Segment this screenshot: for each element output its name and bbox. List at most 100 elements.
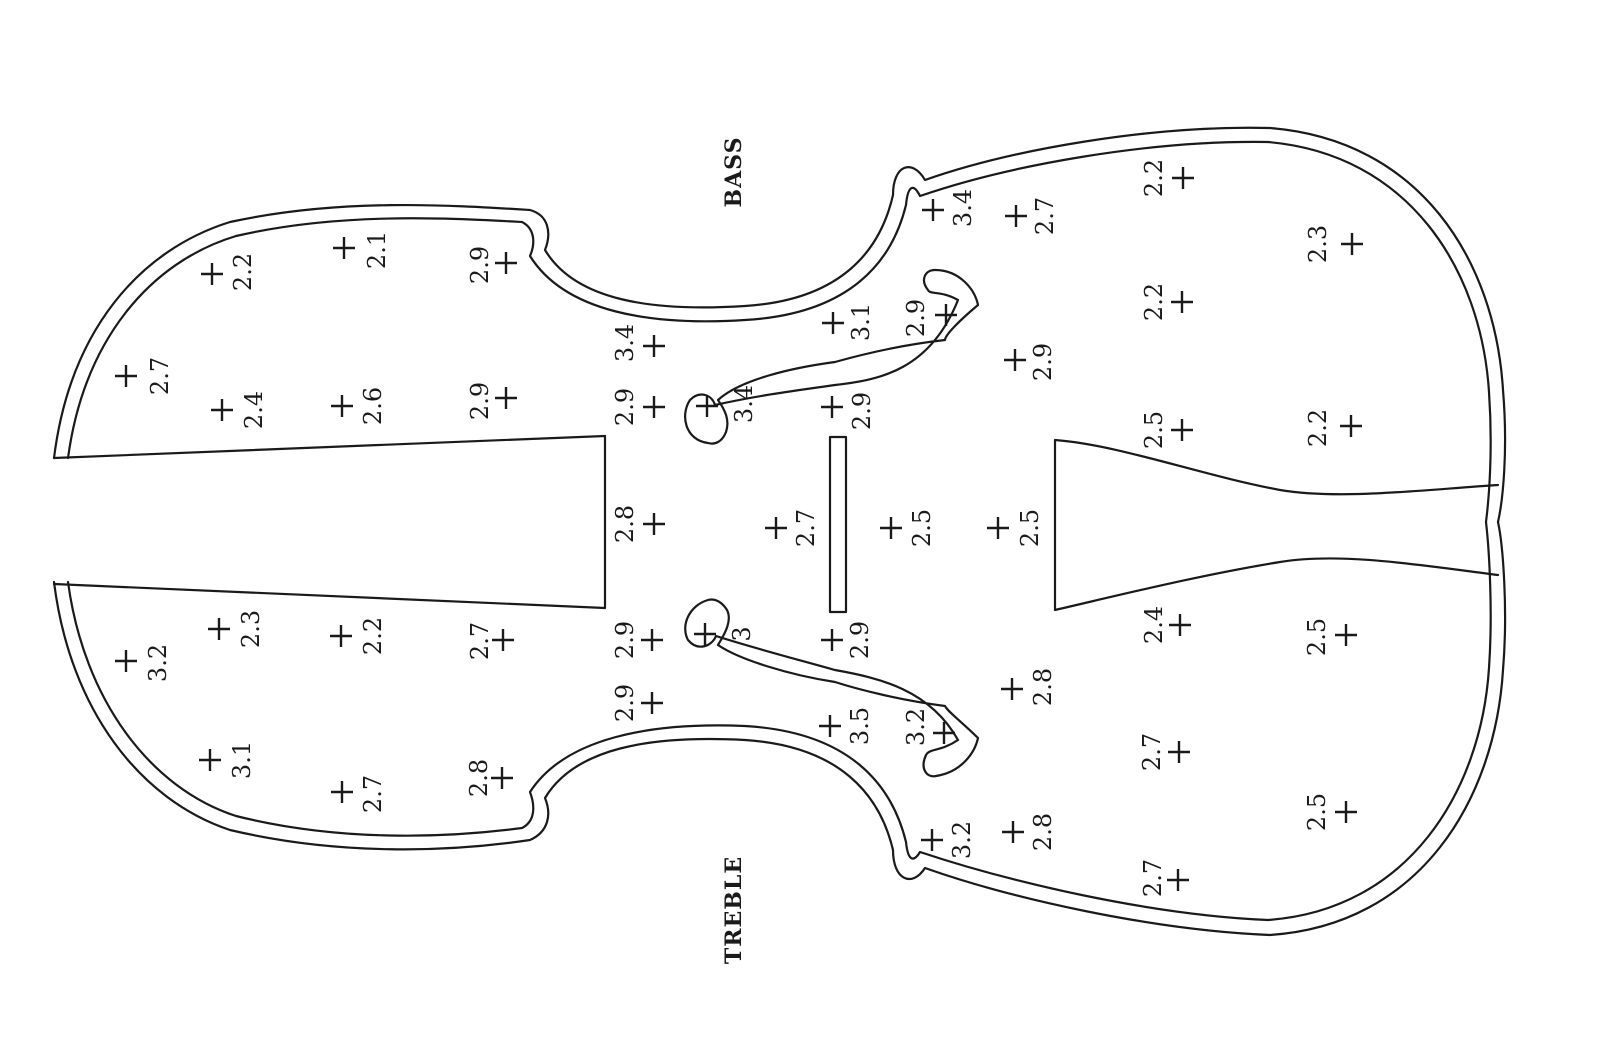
thickness-label: 2.9 xyxy=(466,382,494,420)
plate-outline-treble xyxy=(52,520,1507,937)
thickness-label: 2.2 xyxy=(1140,159,1168,197)
measurement-point: 3.2 xyxy=(115,644,172,682)
measurement-point: 2.8 xyxy=(465,759,513,797)
thickness-label: 2.2 xyxy=(229,253,257,291)
thickness-label: 3.5 xyxy=(846,707,874,745)
thickness-label: 2.4 xyxy=(1140,606,1168,644)
thickness-label: 2.5 xyxy=(1303,618,1331,656)
measurement-point: 2.2 xyxy=(330,617,387,655)
measurement-point: 2.1 xyxy=(333,231,391,269)
measurement-point: 2.7 xyxy=(1138,733,1190,771)
thickness-label: 2.7 xyxy=(1138,733,1166,771)
thickness-label: 2.9 xyxy=(611,388,639,426)
thickness-label: 2.5 xyxy=(1303,793,1331,831)
thickness-label: 2.4 xyxy=(240,391,268,429)
measurement-point: 2.5 xyxy=(880,509,936,547)
plate-outline-treble-inner xyxy=(66,520,1492,922)
thickness-label: 3.2 xyxy=(948,821,976,859)
measurement-point: 2.2 xyxy=(201,253,257,291)
thickness-label: 3.1 xyxy=(228,741,256,779)
thickness-label: 2.1 xyxy=(363,231,391,269)
f-hole-upper xyxy=(684,268,980,445)
measurement-point: 2.9 xyxy=(611,388,665,426)
measurement-point: 3.4 xyxy=(922,189,977,227)
measurement-point: 3 xyxy=(694,623,756,645)
bass-bar xyxy=(828,435,848,614)
measurement-point: 2.3 xyxy=(1304,225,1363,263)
measurement-point: 2.5 xyxy=(1303,793,1357,831)
thickness-label: 2.7 xyxy=(792,509,820,547)
measurement-point: 2.7 xyxy=(331,775,387,813)
thickness-label: 3.2 xyxy=(902,708,930,746)
measurement-point: 2.9 xyxy=(902,299,957,337)
plate-outline-bass-inner xyxy=(66,140,1492,524)
thickness-label: 3 xyxy=(728,626,756,641)
thickness-label: 2.7 xyxy=(466,622,494,660)
measurement-point: 2.7 xyxy=(1005,197,1059,235)
measurement-point: 2.5 xyxy=(987,509,1044,547)
plate-outline-bass xyxy=(52,126,1507,524)
measurement-point: 2.9 xyxy=(466,382,517,420)
f-hole-lower xyxy=(684,598,980,778)
measurement-point: 2.4 xyxy=(1140,606,1191,644)
measurement-point: 2.8 xyxy=(611,505,665,543)
measurement-point: 2.5 xyxy=(1140,411,1193,449)
measurement-point: 3.1 xyxy=(199,741,256,779)
thickness-label: 2.9 xyxy=(848,392,876,430)
measurement-point: 2.7 xyxy=(466,622,514,660)
measurement-point: 3.1 xyxy=(822,303,875,341)
measurement-point: 2.7 xyxy=(115,357,174,395)
thickness-label: 2.6 xyxy=(359,387,387,425)
measurement-point: 2.6 xyxy=(331,387,387,425)
thickness-label: 3.2 xyxy=(144,644,172,682)
side-label-treble: TREBLE xyxy=(721,856,747,964)
measurement-point: 2.8 xyxy=(1002,813,1057,851)
thickness-label: 2.5 xyxy=(1016,509,1044,547)
measurement-point: 2.3 xyxy=(208,610,265,648)
thickness-label: 2.8 xyxy=(1029,668,1057,706)
thickness-label: 2.8 xyxy=(465,759,493,797)
thickness-label: 3.4 xyxy=(949,189,977,227)
measurement-point: 3.4 xyxy=(696,385,758,423)
thickness-label: 2.3 xyxy=(237,610,265,648)
measurement-point: 2.8 xyxy=(1001,668,1057,706)
thickness-label: 2.5 xyxy=(1140,411,1168,449)
measurement-point: 2.2 xyxy=(1140,283,1193,321)
thickness-label: 2.2 xyxy=(1304,409,1332,447)
thickness-label: 2.9 xyxy=(611,621,639,659)
measurement-point: 2.5 xyxy=(1303,618,1357,656)
thickness-label: 2.7 xyxy=(1031,197,1059,235)
measurement-point: 3.2 xyxy=(902,708,955,746)
thickness-label: 2.9 xyxy=(1029,343,1057,381)
measurement-point: 2.9 xyxy=(466,246,517,284)
thickness-label: 2.9 xyxy=(466,246,494,284)
neck-cutout xyxy=(52,434,607,610)
side-label-bass: BASS xyxy=(721,137,747,208)
measurement-point: 2.9 xyxy=(1004,343,1057,381)
thickness-label: 2.7 xyxy=(1139,859,1167,897)
measurement-point: 3.4 xyxy=(611,324,665,362)
measurement-point: 2.9 xyxy=(821,621,874,659)
tail-block-cutout xyxy=(1053,438,1500,612)
measurement-point: 2.7 xyxy=(1139,859,1189,897)
measurement-point: 2.9 xyxy=(821,392,876,430)
thickness-label: 2.2 xyxy=(359,617,387,655)
thickness-label: 2.7 xyxy=(146,357,174,395)
thickness-label: 2.8 xyxy=(1029,813,1057,851)
measurement-point: 2.7 xyxy=(765,509,820,547)
measurement-point: 2.4 xyxy=(211,391,268,429)
thickness-label: 2.9 xyxy=(902,299,930,337)
thickness-label: 2.8 xyxy=(611,505,639,543)
thickness-label: 3.4 xyxy=(611,324,639,362)
thickness-label: 2.2 xyxy=(1140,283,1168,321)
measurement-point: 2.2 xyxy=(1304,409,1362,447)
thickness-label: 2.9 xyxy=(846,621,874,659)
measurement-point: 2.9 xyxy=(611,621,663,659)
measurement-points: 2.7 2.2 2.1 2.9 2.4 2.6 2.9 3.4 2.9 2.8 2.9 2.9 3.2 2… xyxy=(115,159,1363,897)
thickness-label: 3.4 xyxy=(730,385,758,423)
measurement-point: 2.9 xyxy=(611,684,663,722)
thickness-label: 2.5 xyxy=(908,509,936,547)
measurement-point: 3.2 xyxy=(921,821,976,859)
